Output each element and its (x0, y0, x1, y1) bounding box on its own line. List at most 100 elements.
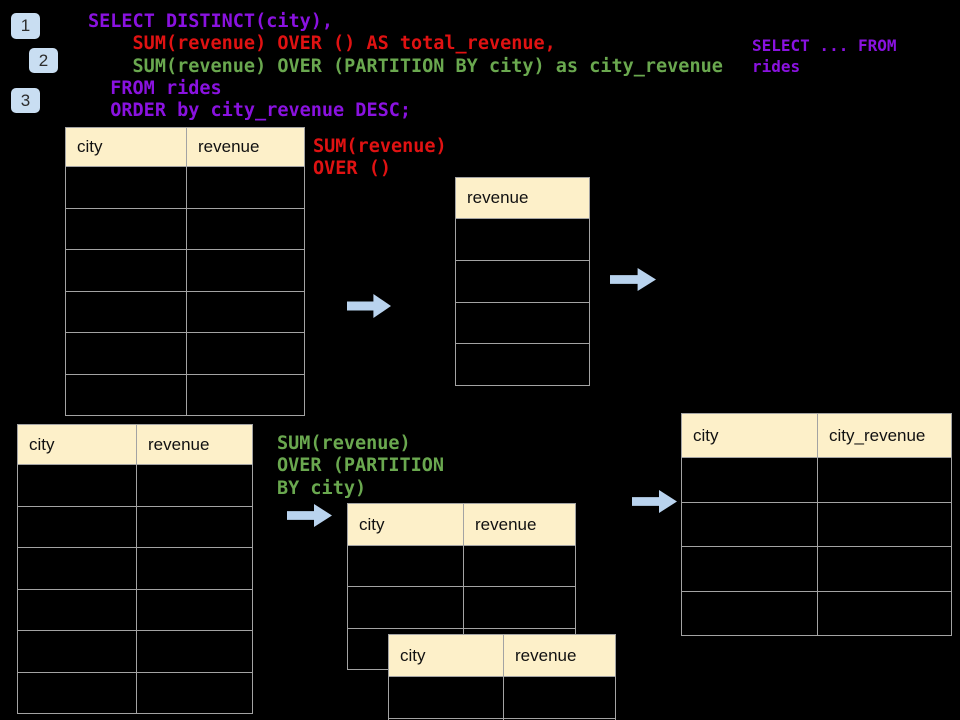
empty-cell (17, 671, 137, 714)
column-header: revenue (455, 177, 590, 219)
table-row (17, 588, 253, 631)
flow-arrow-right-icon (347, 294, 391, 318)
table-row (65, 332, 305, 375)
empty-cell (65, 290, 187, 333)
step-badge-1: 1 (11, 13, 40, 39)
step-badge-2-label: 2 (38, 50, 49, 70)
table-row (347, 544, 576, 588)
sql-code-line: ORDER by city_revenue DESC; (110, 100, 411, 122)
flow-arrow-right-icon (287, 504, 332, 527)
sql-code-line: SUM(revenue) OVER (PARTITION BY city) as… (132, 55, 723, 77)
table-row (455, 343, 590, 387)
sql-query-code: SELECT DISTINCT(city),SUM(revenue) OVER … (88, 11, 723, 122)
table-row (347, 586, 576, 629)
empty-cell (186, 290, 305, 333)
table-row (65, 373, 305, 416)
column-header: city (347, 503, 464, 546)
empty-cell (17, 630, 137, 673)
empty-cell (503, 676, 616, 719)
empty-cell (136, 505, 253, 548)
table-row (65, 249, 305, 292)
table-row (681, 457, 952, 503)
sql-code-line: SELECT DISTINCT(city), (88, 11, 334, 32)
empty-cell (503, 718, 616, 720)
empty-cell (817, 590, 952, 636)
column-header: city_revenue (817, 413, 952, 458)
flow-arrow-right-icon (610, 268, 656, 291)
empty-cell (65, 249, 187, 292)
column-header: revenue (503, 634, 616, 677)
column-header: city (17, 424, 137, 465)
empty-cell (186, 207, 305, 250)
empty-cell (817, 501, 952, 547)
note-line: SUM(revenue) (277, 433, 411, 454)
table-row (17, 505, 253, 548)
empty-cell (455, 259, 590, 303)
note-line: BY city) (277, 477, 367, 499)
table-row (65, 290, 305, 333)
column-header: revenue (463, 503, 576, 546)
table-row (455, 259, 590, 303)
empty-cell (347, 586, 464, 629)
empty-cell (186, 332, 305, 375)
table-row (681, 590, 952, 636)
empty-cell (681, 501, 818, 547)
flow-arrow-right-icon (632, 490, 677, 513)
empty-cell (136, 547, 253, 590)
empty-cell (455, 343, 590, 387)
column-header: city (388, 634, 504, 677)
note-line: OVER () (313, 158, 391, 179)
note-line: rides (752, 57, 801, 76)
empty-cell (455, 301, 590, 345)
table-row (17, 630, 253, 673)
empty-cell (681, 546, 818, 592)
table-row (681, 501, 952, 547)
sum-over-empty-note: SUM(revenue)OVER () (313, 136, 447, 180)
column-header: city (65, 127, 187, 167)
table-row (388, 718, 616, 720)
empty-cell (817, 546, 952, 592)
empty-cell (817, 457, 952, 503)
column-header: revenue (136, 424, 253, 465)
empty-cell (463, 544, 576, 588)
table-row (17, 547, 253, 590)
empty-cell (463, 586, 576, 629)
sql-code-line: SUM(revenue) OVER () AS total_revenue, (132, 33, 556, 55)
empty-cell (455, 218, 590, 261)
empty-cell (17, 588, 137, 631)
empty-cell (17, 464, 137, 507)
empty-cell (388, 676, 504, 719)
note-line: SELECT ... FROM (752, 36, 897, 55)
table-row (17, 464, 253, 507)
column-header: city (681, 413, 818, 458)
empty-cell (65, 166, 187, 209)
empty-cell (65, 373, 187, 416)
empty-cell (136, 671, 253, 714)
table-row (388, 676, 616, 719)
empty-cell (681, 590, 818, 636)
empty-cell (65, 207, 187, 250)
column-header: revenue (186, 127, 305, 167)
table-row (455, 301, 590, 345)
empty-cell (17, 505, 137, 548)
table-row (17, 671, 253, 714)
step-badge-3-label: 3 (20, 90, 31, 110)
empty-cell (186, 373, 305, 416)
empty-cell (186, 166, 305, 209)
step-badge-3: 3 (11, 88, 40, 113)
select-from-rides-note: SELECT ... FROM rides (752, 35, 897, 77)
empty-cell (136, 630, 253, 673)
table-header-row: revenue (455, 177, 590, 219)
empty-cell (681, 457, 818, 503)
table-row (681, 546, 952, 592)
